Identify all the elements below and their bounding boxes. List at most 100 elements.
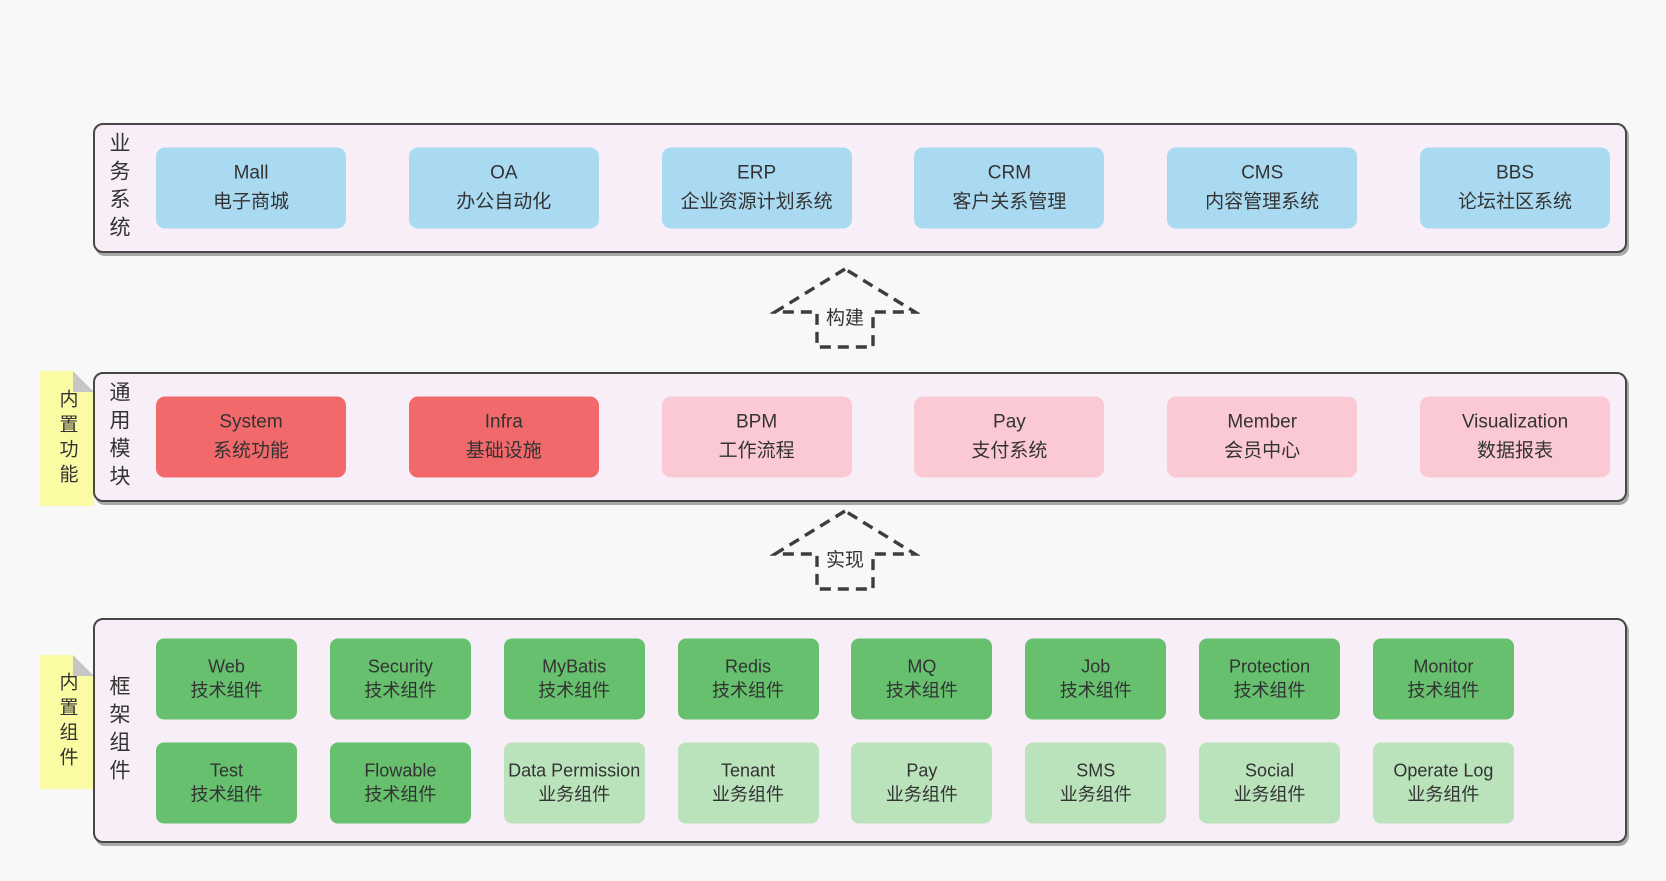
box-subtitle: 技术组件 <box>364 784 437 805</box>
box-system: System 系统功能 <box>156 396 346 478</box>
implement-arrow: 实现 <box>770 508 920 592</box>
box-title: Operate Log <box>1393 760 1494 781</box>
box-title: Pay <box>993 411 1026 433</box>
box-redis: Redis 技术组件 <box>677 638 819 719</box>
box-pay: Pay 支付系统 <box>914 396 1105 478</box>
components-row-1: Web 技术组件 Security 技术组件 MyBatis 技术组件 Redi… <box>156 638 1514 719</box>
box-subtitle: 工作流程 <box>718 440 795 461</box>
box-subtitle: 数据报表 <box>1476 440 1553 461</box>
box-erp: ERP 企业资源计划系统 <box>661 147 852 229</box>
box-subtitle: 业务组件 <box>1407 784 1480 805</box>
box-subtitle: 客户关系管理 <box>952 191 1067 212</box>
box-subtitle: 技术组件 <box>1059 680 1132 701</box>
box-mall: Mall 电子商城 <box>156 147 346 229</box>
box-title: Job <box>1081 656 1111 677</box>
box-flowable: Flowable 技术组件 <box>329 742 471 823</box>
box-monitor: Monitor 技术组件 <box>1372 638 1514 719</box>
box-test: Test 技术组件 <box>156 742 297 823</box>
box-title: Pay <box>906 760 938 781</box>
layer-label-business-systems: 业务系统 <box>107 132 130 244</box>
implement-arrow-label: 实现 <box>820 544 870 573</box>
sticky-note-built-in-components: 内置组件 <box>40 655 94 789</box>
box-data-permission: Data Permission 业务组件 <box>503 742 645 823</box>
components-row-2: Test 技术组件 Flowable 技术组件 Data Permission … <box>156 742 1514 823</box>
box-subtitle: 企业资源计划系统 <box>680 191 833 212</box>
box-mybatis: MyBatis 技术组件 <box>503 638 645 719</box>
layer-framework-components: 框架组件 Web 技术组件 Security 技术组件 MyBatis 技术组件… <box>93 618 1627 843</box>
box-subtitle: 办公自动化 <box>456 191 552 212</box>
box-title: Tenant <box>721 760 776 781</box>
box-subtitle: 技术组件 <box>1407 680 1480 701</box>
box-infra: Infra 基础设施 <box>408 396 599 478</box>
build-arrow: 构建 <box>770 266 920 350</box>
box-subtitle: 业务组件 <box>712 784 785 805</box>
dashed-up-arrow-icon <box>770 267 920 349</box>
box-crm: CRM 客户关系管理 <box>914 147 1105 229</box>
box-bbs: BBS 论坛社区系统 <box>1419 147 1610 229</box>
box-bpm: BPM 工作流程 <box>661 396 852 478</box>
box-title: Security <box>367 656 433 677</box>
sticky-fold-corner <box>73 371 94 392</box>
box-oa: OA 办公自动化 <box>408 147 599 229</box>
box-mq: MQ 技术组件 <box>851 638 993 719</box>
box-subtitle: 技术组件 <box>885 680 958 701</box>
box-social: Social 业务组件 <box>1199 742 1341 823</box>
box-cms: CMS 内容管理系统 <box>1167 147 1358 229</box>
box-operate-log: Operate Log 业务组件 <box>1372 742 1514 823</box>
box-sms: SMS 业务组件 <box>1025 742 1167 823</box>
box-title: System <box>219 411 283 433</box>
box-title: Member <box>1227 411 1298 433</box>
box-job: Job 技术组件 <box>1025 638 1167 719</box>
box-title: MyBatis <box>542 656 607 677</box>
box-title: Protection <box>1229 656 1311 677</box>
common-modules-row: System 系统功能 Infra 基础设施 BPM 工作流程 Pay 支付系统… <box>156 396 1610 478</box>
box-protection: Protection 技术组件 <box>1199 638 1341 719</box>
business-systems-row: Mall 电子商城 OA 办公自动化 ERP 企业资源计划系统 CRM 客户关系… <box>156 147 1610 229</box>
layer-common-modules: 通用模块 System 系统功能 Infra 基础设施 BPM 工作流程 Pay… <box>93 372 1627 502</box>
box-title: MQ <box>907 656 937 677</box>
box-subtitle: 内容管理系统 <box>1205 191 1320 212</box>
box-subtitle: 基础设施 <box>465 440 542 461</box>
box-subtitle: 技术组件 <box>1233 680 1306 701</box>
box-subtitle: 系统功能 <box>212 440 289 461</box>
box-title: CRM <box>987 162 1032 184</box>
box-title: BPM <box>736 411 778 433</box>
box-security: Security 技术组件 <box>329 638 471 719</box>
box-subtitle: 技术组件 <box>190 784 263 805</box>
box-title: OA <box>490 162 518 184</box>
box-web: Web 技术组件 <box>156 638 297 719</box>
sticky-note-built-in-functions: 内置功能 <box>40 371 94 506</box>
box-visualization: Visualization 数据报表 <box>1419 396 1610 478</box>
box-subtitle: 业务组件 <box>1059 784 1132 805</box>
box-subtitle: 业务组件 <box>885 784 958 805</box>
box-subtitle: 技术组件 <box>712 680 785 701</box>
box-subtitle: 技术组件 <box>364 680 437 701</box>
box-title: Monitor <box>1413 656 1474 677</box>
dashed-up-arrow-icon <box>770 509 920 591</box>
framework-components-grid: Web 技术组件 Security 技术组件 MyBatis 技术组件 Redi… <box>156 638 1514 823</box>
box-subtitle: 技术组件 <box>190 680 263 701</box>
box-title: Redis <box>725 656 772 677</box>
box-title: Social <box>1245 760 1295 781</box>
box-subtitle: 会员中心 <box>1224 440 1301 461</box>
box-title: Infra <box>484 411 523 433</box>
box-subtitle: 支付系统 <box>971 440 1048 461</box>
box-member: Member 会员中心 <box>1167 396 1358 478</box>
box-subtitle: 电子商城 <box>212 191 289 212</box>
box-subtitle: 论坛社区系统 <box>1457 191 1572 212</box>
box-subtitle: 技术组件 <box>538 680 611 701</box>
box-title: Visualization <box>1461 411 1569 433</box>
box-title: Mall <box>233 162 269 184</box>
box-title: SMS <box>1076 760 1116 781</box>
box-subtitle: 业务组件 <box>538 784 611 805</box>
box-pay-business: Pay 业务组件 <box>851 742 993 823</box>
build-arrow-label: 构建 <box>820 302 870 331</box>
box-tenant: Tenant 业务组件 <box>677 742 819 823</box>
sticky-note-label: 内置组件 <box>56 672 78 772</box>
box-title: BBS <box>1495 162 1534 184</box>
layer-label-framework-components: 框架组件 <box>107 674 130 787</box>
box-subtitle: 业务组件 <box>1233 784 1306 805</box>
box-title: Data Permission <box>508 760 641 781</box>
box-title: CMS <box>1241 162 1284 184</box>
